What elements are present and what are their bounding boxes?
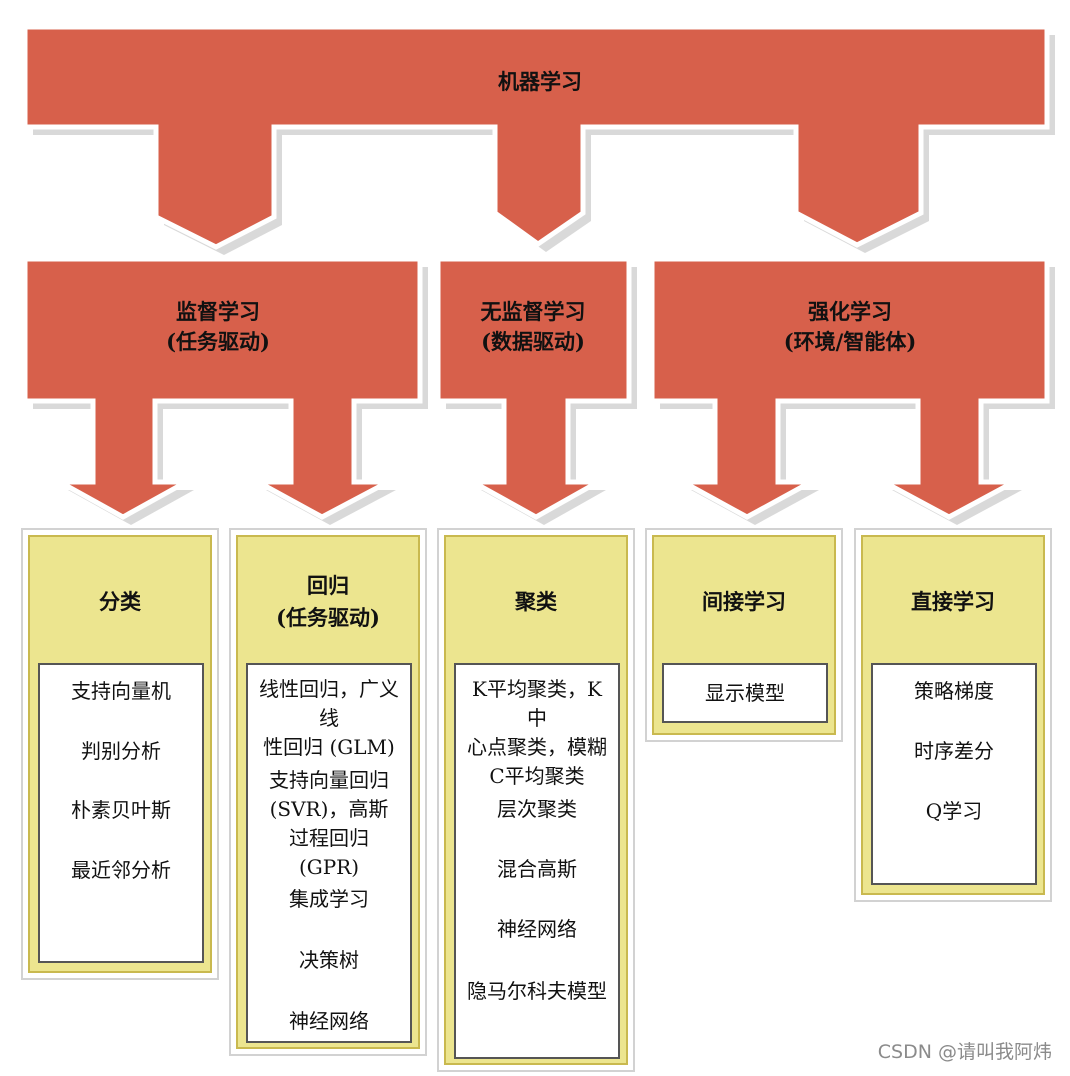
panel-direct-title: 直接学习 [911,589,995,614]
list-item: 层次聚类 [497,797,577,821]
panel-direct-learning: 直接学习 策略梯度 时序差分 Q学习 [861,535,1045,895]
panel-clustering-title: 聚类 [515,589,557,614]
reinforcement-title: 强化学习 [808,299,892,324]
panel-clustering-list: K平均聚类，K中 心点聚类，模糊 C平均聚类 层次聚类 混合高斯 神经网络 隐马… [454,663,620,1059]
unsupervised-title: 无监督学习 [481,299,586,324]
list-item: Q学习 [925,799,983,823]
panel-indirect-list: 显示模型 [662,663,828,723]
list-item: 神经网络 [289,1009,369,1033]
list-item: 隐马尔科夫模型 [467,979,607,1003]
supervised-node-shape [22,256,423,520]
panel-classification-list: 支持向量机 判别分析 朴素贝叶斯 最近邻分析 [38,663,204,963]
node-reinforcement-learning: 强化学习 (环境/智能体) [649,256,1055,525]
supervised-title: 监督学习 [176,299,260,324]
panel-regression-title: 回归 [307,573,349,598]
watermark: CSDN @请叫我阿炜 [877,1041,1052,1063]
panel-regression-subtitle: (任务驱动) [276,605,380,630]
node-unsupervised-learning: 无监督学习 (数据驱动) [435,256,637,525]
list-item: 支持向量回归 (SVR)，高斯 过程回归 (GPR) [269,768,389,879]
reinforcement-subtitle: (环境/智能体) [784,329,917,354]
list-item: K平均聚类，K中 心点聚类，模糊 C平均聚类 [467,677,607,788]
supervised-subtitle: (任务驱动) [166,329,270,354]
list-item: 集成学习 [289,887,369,911]
list-item: 支持向量机 [71,679,171,703]
reinforcement-node-shape [649,256,1050,520]
panel-regression-list: 线性回归，广义线 性回归 (GLM) 支持向量回归 (SVR)，高斯 过程回归 … [246,663,412,1043]
panel-direct-list: 策略梯度 时序差分 Q学习 [871,663,1037,885]
list-item: 神经网络 [497,917,577,941]
panel-indirect-title: 间接学习 [702,589,786,614]
top-node-shape [22,24,1050,250]
node-machine-learning: 机器学习 [22,24,1055,255]
list-item: 策略梯度 [914,679,994,703]
unsupervised-subtitle: (数据驱动) [481,329,585,354]
list-item: 判别分析 [81,739,161,763]
panel-clustering: 聚类 K平均聚类，K中 心点聚类，模糊 C平均聚类 层次聚类 混合高斯 神经网络… [444,535,628,1065]
list-item: 线性回归，广义线 性回归 (GLM) [259,677,399,759]
panel-indirect-learning: 间接学习 显示模型 [652,535,836,735]
list-item: 显示模型 [705,681,785,705]
list-item: 时序差分 [914,739,994,763]
top-title: 机器学习 [498,69,582,94]
list-item: 决策树 [299,948,359,972]
panel-classification-title: 分类 [99,589,141,614]
panel-classification: 分类 支持向量机 判别分析 朴素贝叶斯 最近邻分析 [28,535,212,973]
unsupervised-node-shape [435,256,632,520]
list-item: 最近邻分析 [71,858,171,882]
node-supervised-learning: 监督学习 (任务驱动) [22,256,428,525]
list-item: 混合高斯 [497,857,577,881]
panel-regression: 回归 (任务驱动) 线性回归，广义线 性回归 (GLM) 支持向量回归 (SVR… [236,535,420,1049]
list-item: 朴素贝叶斯 [71,798,171,822]
